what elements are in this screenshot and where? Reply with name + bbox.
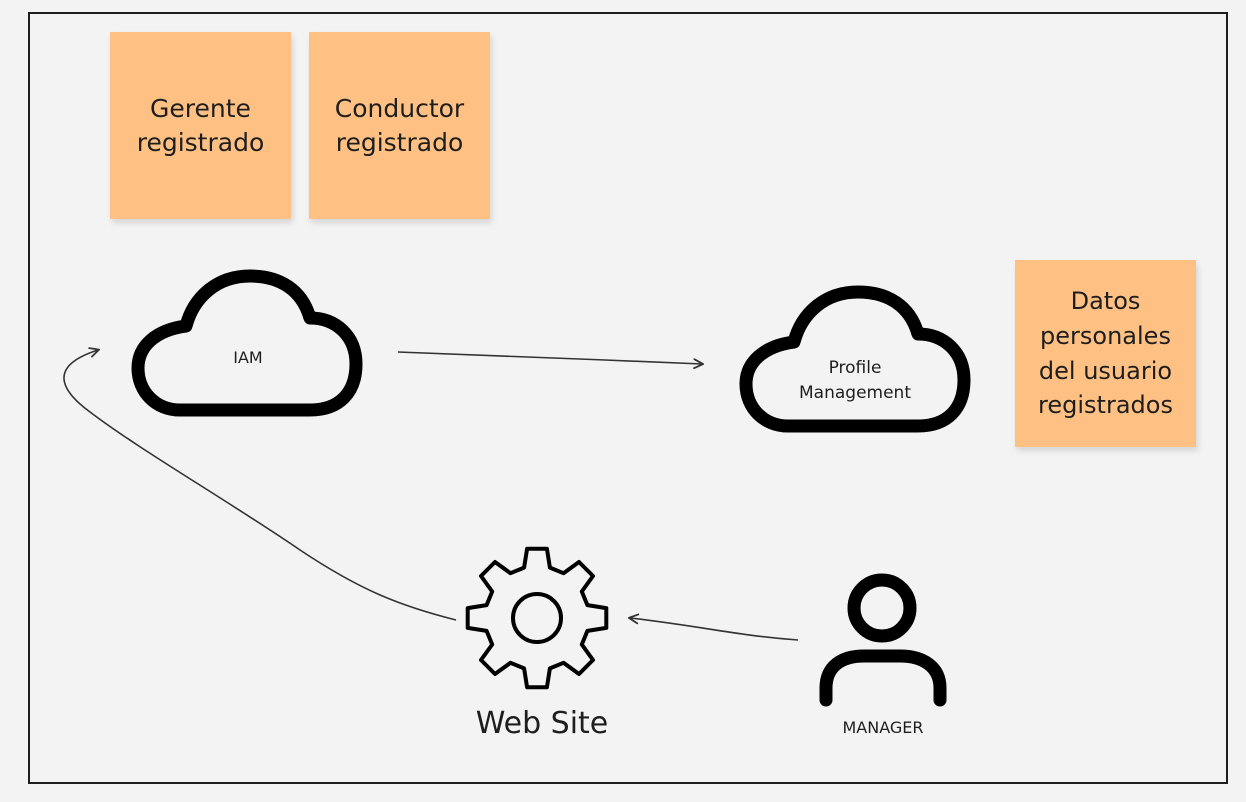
profile-management-label-line-1: Profile bbox=[828, 358, 882, 378]
connector-manager-to-website[interactable] bbox=[627, 613, 799, 641]
manager-label: MANAGER bbox=[842, 718, 924, 737]
profile-management-label: Profile Management bbox=[780, 356, 930, 405]
sticky-note-datos-line-2: personales bbox=[1040, 321, 1171, 350]
sticky-note-datos-line-1: Datos bbox=[1070, 286, 1141, 315]
sticky-note-gerente[interactable]: Gerente registrado bbox=[110, 32, 291, 219]
sticky-note-gerente-line-2: registrado bbox=[136, 127, 265, 157]
sticky-note-gerente-line-1: Gerente bbox=[150, 93, 251, 123]
profile-management-label-line-2: Management bbox=[799, 382, 911, 403]
iam-label: IAM bbox=[233, 348, 263, 367]
iam-cloud-icon[interactable] bbox=[131, 269, 363, 417]
gear-icon[interactable] bbox=[465, 546, 609, 690]
sticky-note-datos-line-4: registrados bbox=[1038, 391, 1173, 420]
sticky-note-conductor-line-1: Conductor bbox=[334, 93, 465, 123]
connector-website-to-iam[interactable] bbox=[63, 347, 457, 621]
user-icon[interactable] bbox=[819, 573, 947, 707]
connector-iam-to-profile[interactable] bbox=[397, 351, 705, 370]
sticky-note-conductor-line-2: registrado bbox=[335, 127, 464, 157]
gear-outline bbox=[465, 546, 609, 690]
sticky-note-conductor[interactable]: Conductor registrado bbox=[309, 32, 490, 219]
profile-management-cloud-icon[interactable] bbox=[739, 285, 971, 433]
sticky-note-datos-line-3: del usuario bbox=[1038, 356, 1173, 385]
website-label: Web Site bbox=[475, 706, 609, 741]
sticky-note-datos[interactable]: Datos personales del usuario registrados bbox=[1015, 260, 1196, 447]
gear-hub bbox=[511, 592, 563, 644]
